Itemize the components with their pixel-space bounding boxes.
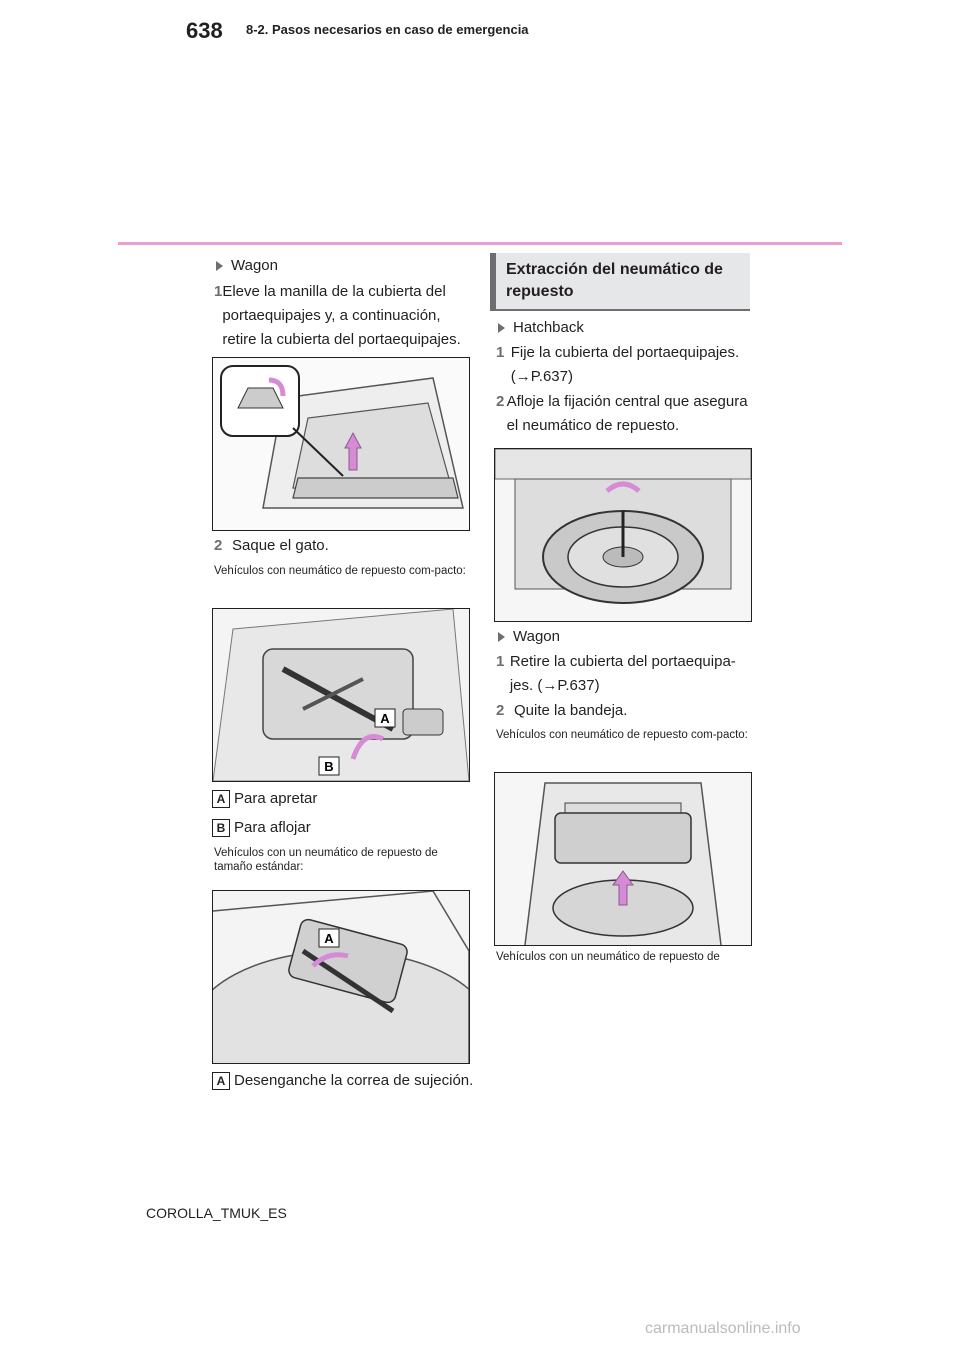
note-compact-left: Vehículos con neumático de repuesto com-… xyxy=(214,565,466,577)
triangle-bullet-icon xyxy=(216,261,223,272)
header-rule xyxy=(118,242,842,245)
figure-hatchback-spare xyxy=(494,448,752,622)
legend-a2-box: A xyxy=(212,1072,230,1091)
figure-trunk-cover xyxy=(212,357,470,531)
wagon-step-2: 2 Quite la bandeja. xyxy=(496,702,628,719)
figure-jack-compact: A B xyxy=(212,608,470,782)
wagon-step-1: 1 Retire la cubierta del portaequipa-jes… xyxy=(496,653,736,694)
heading-rule xyxy=(490,309,750,311)
trunk-cover-illustration xyxy=(213,358,469,530)
figure-label-b: B xyxy=(324,759,333,774)
hatchback-spare-illustration xyxy=(495,449,751,621)
note-standard-right: Vehículos con un neumático de repuesto d… xyxy=(496,951,720,963)
hatchback-label: Hatchback xyxy=(498,316,584,340)
note-compact-right: Vehículos con neumático de repuesto com-… xyxy=(496,729,748,741)
legend-b-box: B xyxy=(212,819,230,838)
jack-standard-illustration: A xyxy=(213,891,469,1063)
section-heading: Extracción del neumático de repuesto xyxy=(490,253,750,309)
figure-jack-standard: A xyxy=(212,890,470,1064)
wagon-label-left: Wagon xyxy=(216,254,278,278)
triangle-bullet-icon xyxy=(498,323,505,334)
document-code: COROLLA_TMUK_ES xyxy=(146,1205,287,1221)
page-number: 638 xyxy=(186,18,223,43)
wagon-tray-illustration xyxy=(495,773,751,945)
hatchback-step-1: 1 Fije la cubierta del portaequipajes. (… xyxy=(496,344,740,385)
wagon-label-right: Wagon xyxy=(498,625,560,649)
figure-wagon-tray xyxy=(494,772,752,946)
section-title: 8-2. Pasos necesarios en caso de emergen… xyxy=(246,22,529,37)
legend-a-box: A xyxy=(212,790,230,809)
figure-label-a: A xyxy=(380,711,390,726)
note-standard-left: Vehículos con un neumático de repuesto d… xyxy=(214,847,438,873)
figure-label-a2: A xyxy=(324,931,334,946)
triangle-bullet-icon xyxy=(498,632,505,643)
jack-compact-illustration: A B xyxy=(213,609,469,781)
hatchback-step-2: 2 Afloje la fijación central que asegura… xyxy=(496,393,748,434)
step-1-left: 1 Eleve la manilla de la cubierta del po… xyxy=(214,283,461,348)
watermark: carmanualsonline.info xyxy=(645,1320,801,1337)
step-2-left: 2 Saque el gato. xyxy=(214,537,329,554)
